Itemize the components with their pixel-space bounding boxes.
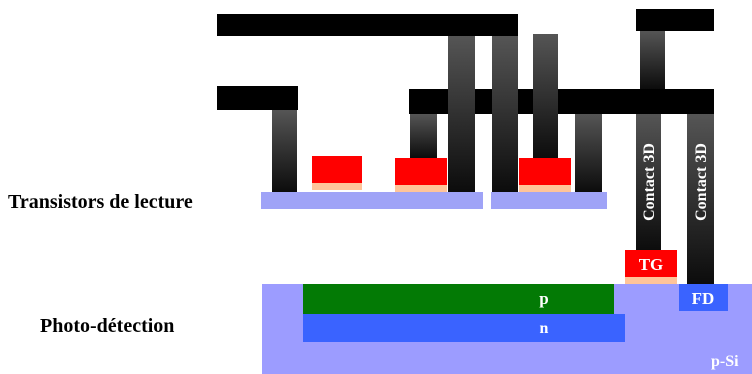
readout-gate-2 (395, 158, 447, 185)
contact-3d-fd-label: Contact 3D (693, 143, 710, 221)
contact-3d-tg (636, 114, 661, 250)
active-area-right (491, 192, 607, 209)
photodetection-label: Photo-détection (40, 315, 174, 337)
via-2 (410, 114, 437, 158)
readout-transistors-label: Transistors de lecture (8, 191, 193, 213)
metal-line-left (217, 86, 298, 110)
floating-diffusion (679, 284, 728, 311)
via-4 (492, 36, 518, 192)
n-region (303, 314, 625, 342)
via-5 (533, 34, 558, 158)
via-6 (575, 114, 602, 192)
via-7 (640, 31, 665, 89)
via-3 (448, 36, 475, 192)
tg-label: TG (639, 255, 664, 274)
p-region-label: p (539, 289, 548, 308)
readout-gate-3-oxide (519, 185, 571, 192)
transfer-gate (625, 250, 677, 277)
via-1 (272, 110, 297, 192)
contact-3d-tg-label: Contact 3D (641, 143, 658, 221)
metal-line-top-right (636, 9, 714, 31)
transfer-gate-oxide (625, 277, 677, 284)
p-region (303, 284, 614, 314)
n-region-label: n (540, 320, 549, 337)
readout-gate-1-oxide (312, 183, 362, 190)
active-area-left (261, 192, 483, 209)
contact-3d-fd (687, 114, 714, 284)
readout-gate-2-oxide (395, 185, 447, 192)
readout-gate-1 (312, 156, 362, 183)
fd-label: FD (692, 289, 715, 308)
p-si-label: p-Si (711, 353, 739, 370)
readout-gate-3 (519, 158, 571, 185)
metal-line-top (217, 14, 518, 36)
